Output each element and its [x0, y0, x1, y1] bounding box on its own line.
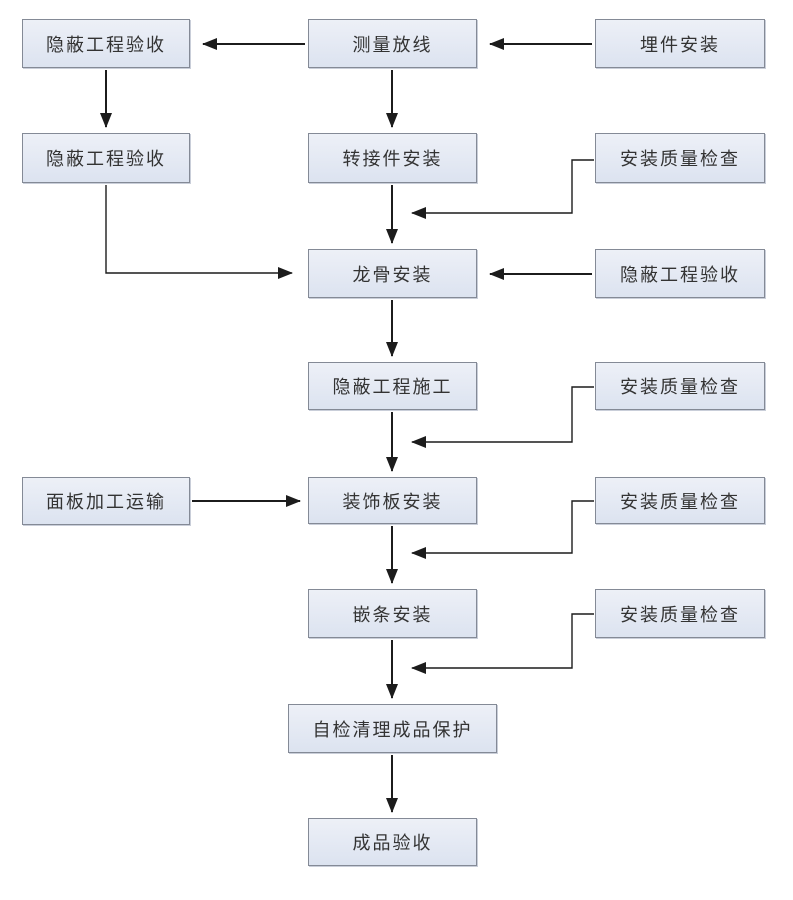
node-hidden-work-acceptance-2: 隐蔽工程验收	[22, 133, 190, 183]
arrow-hidden2-to-keel	[105, 185, 293, 279]
node-trim-strip-installation: 嵌条安装	[308, 589, 477, 638]
node-installation-quality-check-4: 安装质量检查	[595, 589, 765, 638]
arrow-quality4-into-flow	[411, 613, 594, 674]
node-adapter-installation: 转接件安装	[308, 133, 477, 183]
node-installation-quality-check-3: 安装质量检查	[595, 477, 765, 524]
arrow-quality1-into-flow	[411, 159, 594, 219]
node-self-check-cleanup-protection: 自检清理成品保护	[288, 704, 497, 753]
node-keel-installation: 龙骨安装	[308, 249, 477, 298]
node-installation-quality-check-2: 安装质量检查	[595, 362, 765, 410]
node-installation-quality-check-1: 安装质量检查	[595, 133, 765, 183]
node-hidden-work-acceptance-3: 隐蔽工程验收	[595, 249, 765, 298]
node-hidden-work-construction: 隐蔽工程施工	[308, 362, 477, 410]
arrow-quality2-into-flow	[411, 386, 594, 448]
node-survey-layout: 测量放线	[308, 19, 477, 68]
node-hidden-work-acceptance-1: 隐蔽工程验收	[22, 19, 190, 68]
node-panel-processing-transport: 面板加工运输	[22, 477, 190, 525]
node-finished-product-acceptance: 成品验收	[308, 818, 477, 866]
node-embedded-parts-installation: 埋件安装	[595, 19, 765, 68]
arrow-quality3-into-flow	[411, 500, 594, 559]
node-decorative-panel-installation: 装饰板安装	[308, 477, 477, 524]
